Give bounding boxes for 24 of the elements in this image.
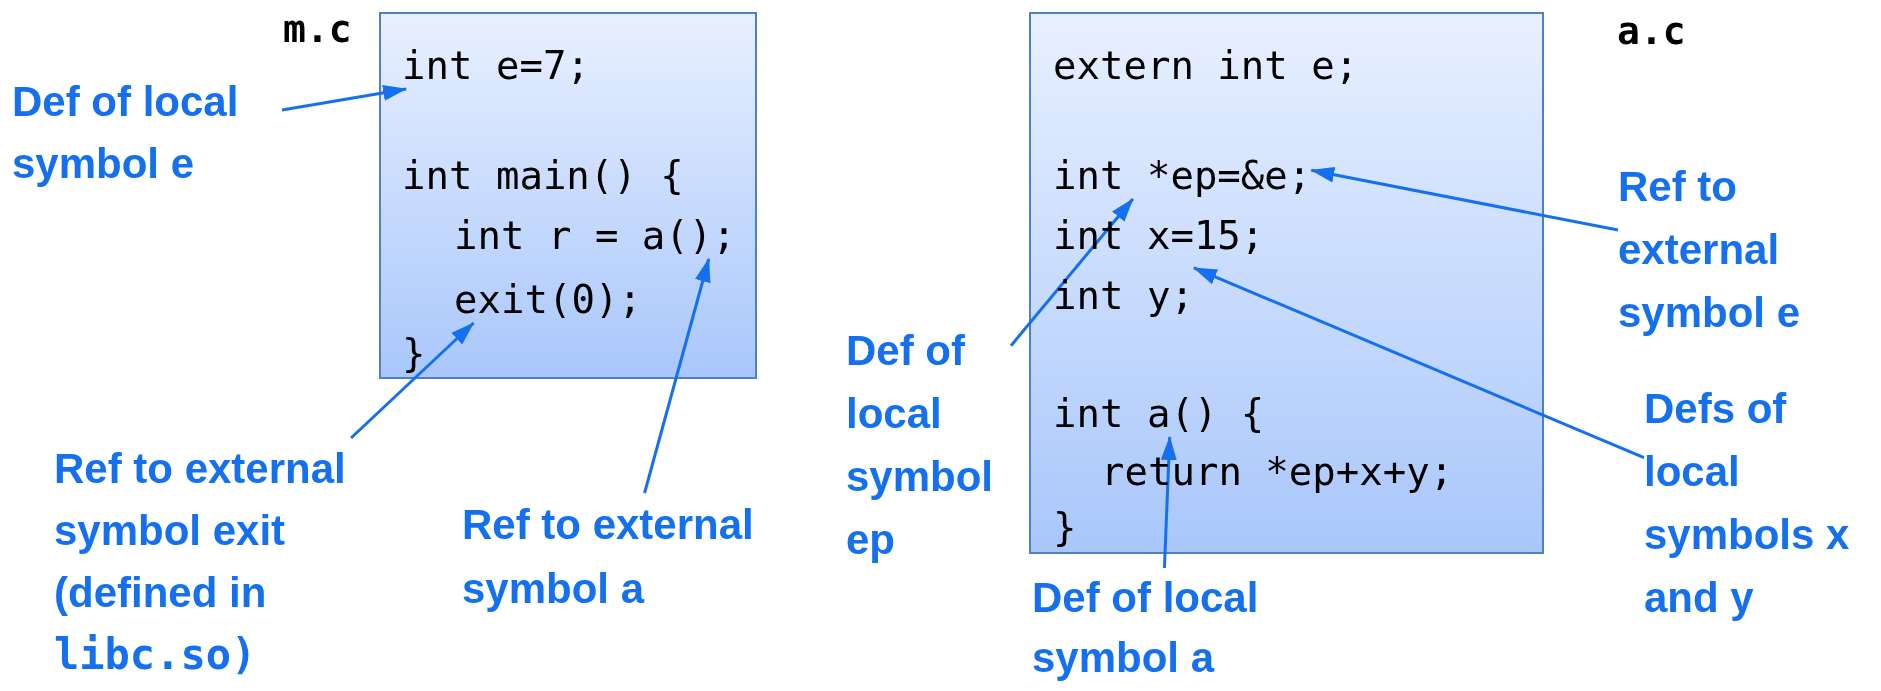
code-line: int y;: [1053, 273, 1194, 319]
file-name: a.c: [1617, 8, 1686, 54]
annotation-text: Defs of local symbols x and y: [1644, 384, 1851, 623]
code-line: exit(0);: [454, 277, 642, 323]
annotation-text: Ref to external symbol a: [462, 500, 755, 614]
annotation-text: libc.so): [54, 629, 257, 681]
code-line: }: [402, 331, 426, 377]
code-line: extern int e;: [1053, 43, 1359, 89]
code-line: int r = a();: [454, 213, 736, 259]
leader-line: [1192, 266, 1645, 460]
leader-line: [281, 84, 408, 112]
code-line: }: [1053, 505, 1077, 551]
annotation-text: Def of local symbol a: [1032, 573, 1260, 683]
code-line: int main() {: [402, 153, 684, 199]
code-line: int a() {: [1053, 391, 1265, 437]
code-line: int *ep=&e;: [1053, 153, 1312, 199]
leader-line: [350, 321, 475, 440]
annotation-text: Def of local symbol ep: [846, 326, 995, 565]
annotation-text: Ref to external symbol e: [1618, 162, 1802, 338]
annotation-text: Def of local symbol e: [12, 77, 240, 189]
file-name: m.c: [283, 6, 352, 52]
leader-line: [643, 258, 711, 494]
leader-line: [1310, 166, 1619, 232]
code-line: int e=7;: [402, 43, 590, 89]
